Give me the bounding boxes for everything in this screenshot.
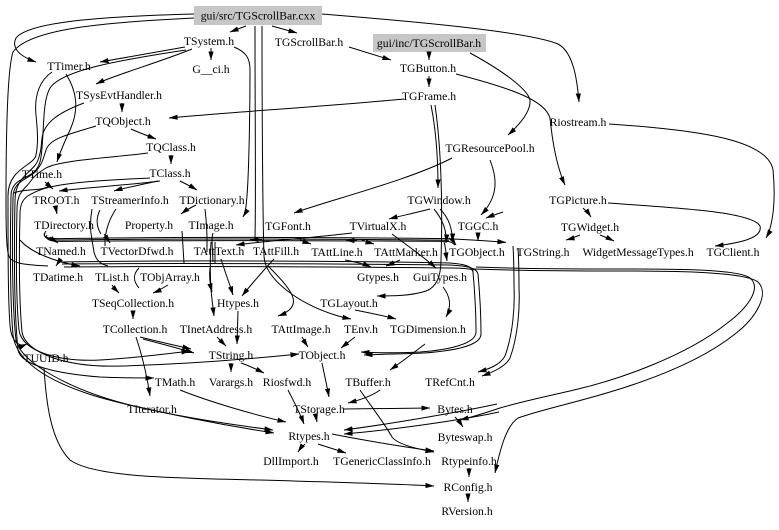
svg-text:TQClass.h: TQClass.h — [146, 141, 196, 154]
svg-text:TUUID.h: TUUID.h — [23, 352, 68, 365]
svg-text:TDirectory.h: TDirectory.h — [34, 219, 94, 232]
svg-text:TGLayout.h: TGLayout.h — [320, 297, 378, 310]
svg-text:TString.h: TString.h — [209, 349, 254, 362]
svg-text:TImage.h: TImage.h — [188, 219, 233, 232]
svg-text:RVersion.h: RVersion.h — [441, 505, 492, 518]
svg-text:TGButton.h: TGButton.h — [400, 62, 456, 75]
svg-text:WidgetMessageTypes.h: WidgetMessageTypes.h — [582, 246, 693, 259]
svg-text:TGObject.h: TGObject.h — [449, 246, 505, 259]
svg-text:TAttFill.h: TAttFill.h — [253, 245, 299, 258]
svg-text:TSysEvtHandler.h: TSysEvtHandler.h — [76, 89, 162, 102]
svg-text:TSystem.h: TSystem.h — [184, 35, 234, 48]
svg-text:Rtypeinfo.h: Rtypeinfo.h — [441, 455, 497, 468]
svg-text:Rtypes.h: Rtypes.h — [288, 430, 329, 443]
svg-text:Varargs.h: Varargs.h — [209, 376, 253, 389]
svg-text:Bytes.h: Bytes.h — [437, 403, 473, 416]
svg-text:TClass.h: TClass.h — [149, 167, 190, 180]
svg-text:TTime.h: TTime.h — [22, 168, 62, 181]
svg-text:TVectorDfwd.h: TVectorDfwd.h — [100, 245, 173, 258]
svg-text:TGGC.h: TGGC.h — [458, 220, 499, 233]
svg-text:gui/inc/TGScrollBar.h: gui/inc/TGScrollBar.h — [377, 37, 481, 50]
svg-text:TQObject.h: TQObject.h — [95, 115, 151, 128]
svg-text:TStreamerInfo.h: TStreamerInfo.h — [91, 194, 169, 207]
svg-text:TInetAddress.h: TInetAddress.h — [180, 323, 253, 336]
svg-text:GuiTypes.h: GuiTypes.h — [413, 271, 467, 284]
svg-text:TDatime.h: TDatime.h — [33, 271, 83, 284]
svg-text:TAttMarker.h: TAttMarker.h — [374, 246, 438, 259]
svg-text:TGWindow.h: TGWindow.h — [407, 194, 471, 207]
svg-text:Htypes.h: Htypes.h — [217, 297, 259, 310]
svg-text:TObjArray.h: TObjArray.h — [140, 271, 200, 284]
svg-text:TDictionary.h: TDictionary.h — [179, 194, 244, 207]
svg-text:TObject.h: TObject.h — [299, 349, 346, 362]
svg-text:TGFont.h: TGFont.h — [265, 220, 311, 233]
svg-text:TGWidget.h: TGWidget.h — [561, 221, 619, 234]
svg-text:TGPicture.h: TGPicture.h — [549, 194, 607, 207]
svg-text:RConfig.h: RConfig.h — [443, 481, 492, 494]
svg-text:Riosfwd.h: Riosfwd.h — [263, 376, 312, 389]
svg-text:TGClient.h: TGClient.h — [707, 246, 760, 259]
svg-text:Riostream.h: Riostream.h — [550, 116, 607, 129]
svg-text:Property.h: Property.h — [125, 219, 173, 232]
svg-text:TStorage.h: TStorage.h — [293, 403, 345, 416]
svg-text:TGScrollBar.h: TGScrollBar.h — [275, 36, 344, 49]
svg-text:TGString.h: TGString.h — [517, 246, 570, 259]
svg-text:TSeqCollection.h: TSeqCollection.h — [92, 297, 174, 310]
svg-text:TList.h: TList.h — [95, 271, 129, 284]
svg-text:TEnv.h: TEnv.h — [344, 323, 378, 336]
svg-text:gui/src/TGScrollBar.cxx: gui/src/TGScrollBar.cxx — [201, 10, 316, 23]
svg-text:TGResourcePool.h: TGResourcePool.h — [445, 142, 534, 155]
svg-text:TAttText.h: TAttText.h — [194, 245, 245, 258]
svg-text:Gtypes.h: Gtypes.h — [357, 271, 399, 284]
svg-text:TGDimension.h: TGDimension.h — [390, 323, 466, 336]
svg-text:TBuffer.h: TBuffer.h — [345, 376, 391, 389]
svg-text:TAttLine.h: TAttLine.h — [311, 246, 362, 259]
svg-text:TVirtualX.h: TVirtualX.h — [350, 220, 407, 233]
svg-text:TGenericClassInfo.h: TGenericClassInfo.h — [333, 455, 431, 468]
svg-text:TAttImage.h: TAttImage.h — [271, 323, 330, 336]
svg-text:G__ci.h: G__ci.h — [192, 63, 229, 76]
svg-text:TCollection.h: TCollection.h — [103, 323, 168, 336]
svg-text:Byteswap.h: Byteswap.h — [438, 431, 493, 444]
svg-text:TMath.h: TMath.h — [155, 376, 196, 389]
svg-text:DllImport.h: DllImport.h — [263, 455, 319, 468]
svg-text:TROOT.h: TROOT.h — [33, 194, 80, 207]
svg-text:TNamed.h: TNamed.h — [36, 245, 86, 258]
svg-text:TRefCnt.h: TRefCnt.h — [425, 376, 475, 389]
svg-text:TGFrame.h: TGFrame.h — [402, 90, 456, 103]
svg-text:TTimer.h: TTimer.h — [47, 60, 91, 73]
svg-text:TIterator.h: TIterator.h — [127, 403, 177, 416]
